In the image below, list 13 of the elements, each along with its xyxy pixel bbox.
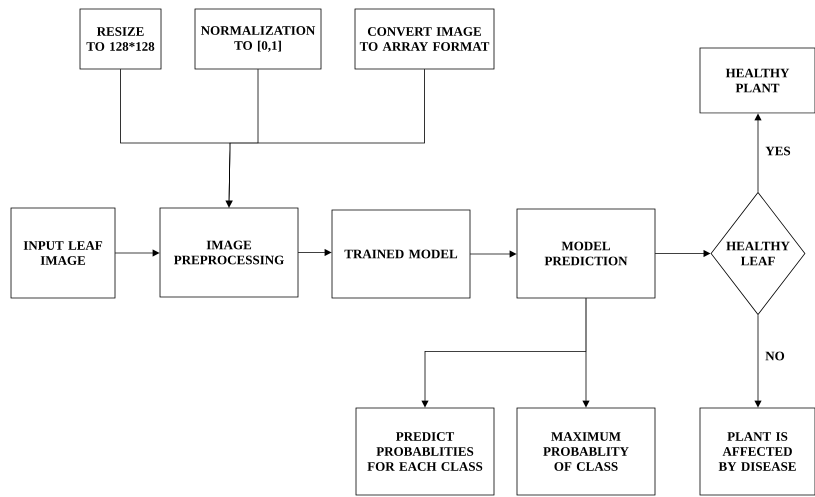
- process-box: MAXIMUM PROBABLITY OF CLASS: [516, 408, 656, 496]
- process-box: PREDICT PROBABLITIES FOR EACH CLASS: [356, 408, 494, 496]
- process-box: HEALTHY PLANT: [700, 48, 815, 114]
- process-box: INPUT LEAF IMAGE: [10, 208, 116, 298]
- process-box: IMAGE PREPROCESSING: [160, 208, 298, 298]
- edge-label: YES: [764, 146, 792, 156]
- edge-label: NO: [764, 350, 786, 362]
- process-box: CONVERT IMAGE TO ARRAY FORMAT: [354, 8, 494, 70]
- process-box: TRAINED MODEL: [332, 210, 470, 298]
- process-box: NORMALIZATION TO [0,1]: [194, 8, 322, 70]
- process-box: PLANT IS AFFECTED BY DISEASE: [700, 408, 815, 496]
- process-box: MODEL PREDICTION: [516, 208, 656, 298]
- process-box: RESIZE TO 128*128: [80, 8, 162, 70]
